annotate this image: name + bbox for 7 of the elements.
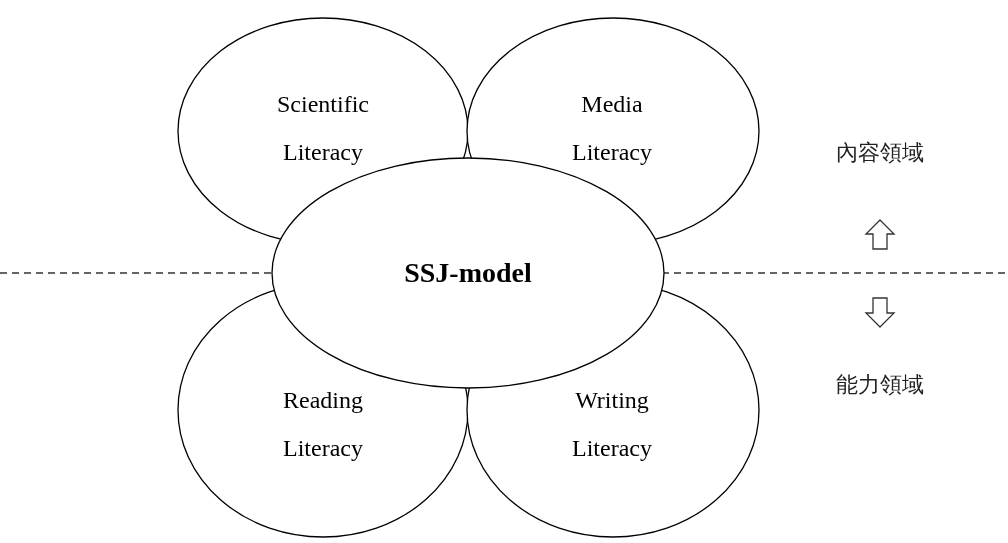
- ellipse-label: Scientific Literacy: [276, 90, 370, 167]
- center-title: SSJ-model: [403, 256, 533, 290]
- ellipse-label: Reading Literacy: [282, 386, 364, 463]
- ellipse-label: Writing Literacy: [571, 386, 653, 463]
- domain-label: 能力領域: [836, 371, 924, 399]
- domain-label: 內容領域: [836, 139, 924, 167]
- ellipse-label: Media Literacy: [571, 90, 653, 167]
